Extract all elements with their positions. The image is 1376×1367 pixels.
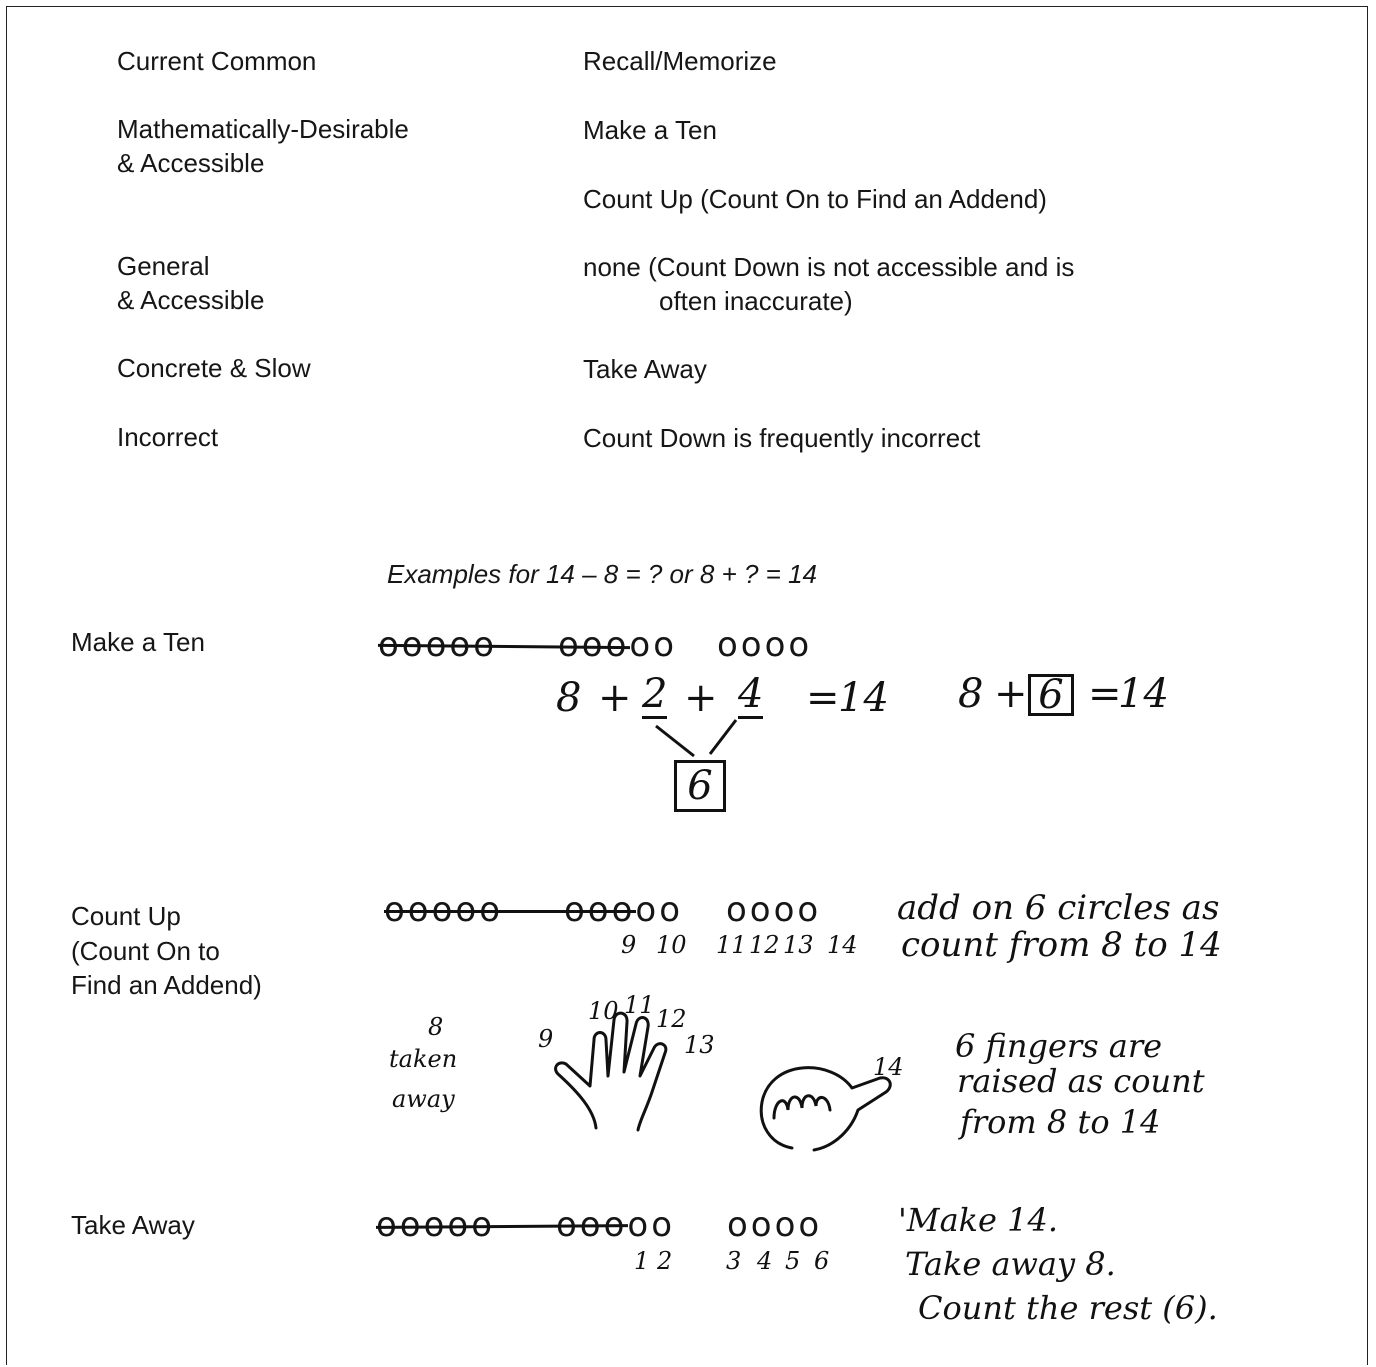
equation-operator: = xyxy=(1088,671,1122,717)
category-label: Current Common xyxy=(117,46,317,76)
handwritten-note: from 8 to 14 xyxy=(960,1103,1161,1141)
equation-operator: + xyxy=(598,675,632,721)
count-number: 11 xyxy=(716,931,747,959)
connector-lines xyxy=(655,719,738,758)
count-number: 4 xyxy=(757,1247,773,1275)
handwritten-note: away xyxy=(392,1085,455,1113)
equation-term: 4 xyxy=(738,671,764,719)
circle-group: oooo xyxy=(726,890,822,930)
method-label: Take Away xyxy=(583,354,707,384)
finger-count: 9 xyxy=(538,1025,554,1053)
handwritten-note: taken xyxy=(389,1045,458,1073)
method-label: Count Up (Count On to Find an Addend) xyxy=(583,184,1047,214)
method-label: Count Down is frequently incorrect xyxy=(583,423,981,453)
open-hand-icon xyxy=(554,1011,668,1132)
handwritten-note: 8 xyxy=(428,1013,444,1041)
equation-term: 2 xyxy=(642,671,668,719)
equation-result: 14 xyxy=(838,675,889,721)
method-label: none (Count Down is not accessible and i… xyxy=(583,252,1075,282)
section-label-count-up: (Count On to xyxy=(71,936,220,966)
circle-group: oooo xyxy=(717,625,813,665)
circle-group: oooo xyxy=(727,1205,823,1245)
category-label: General xyxy=(117,251,210,281)
count-number: 3 xyxy=(726,1247,742,1275)
equation-operator: + xyxy=(994,671,1028,717)
category-label: & Accessible xyxy=(117,285,265,315)
count-number: 2 xyxy=(657,1247,673,1275)
handwritten-note: raised as count xyxy=(957,1062,1205,1100)
handwritten-note: 'Make 14. xyxy=(898,1201,1059,1239)
count-number: 6 xyxy=(814,1247,830,1275)
finger-count: 12 xyxy=(656,1005,687,1033)
equation-operator: = xyxy=(806,675,840,721)
page-frame xyxy=(6,6,1368,1365)
count-number: 10 xyxy=(656,931,687,959)
category-label: & Accessible xyxy=(117,148,265,178)
handwritten-note: Take away 8. xyxy=(905,1245,1116,1283)
count-number: 12 xyxy=(749,931,780,959)
count-number: 9 xyxy=(621,931,637,959)
answer-box: 6 xyxy=(1028,674,1074,716)
equation-result: 14 xyxy=(1118,671,1169,717)
finger-count: 13 xyxy=(684,1031,715,1059)
method-label: Make a Ten xyxy=(583,115,717,145)
method-label: often inaccurate) xyxy=(659,286,853,316)
count-number: 5 xyxy=(785,1247,801,1275)
handwritten-note: Count the rest (6). xyxy=(918,1289,1218,1327)
equation-term: 8 xyxy=(958,671,984,717)
fist-hand-icon xyxy=(759,1066,892,1152)
section-label-count-up: Find an Addend) xyxy=(71,970,262,1000)
equation-operator: + xyxy=(684,675,718,721)
strike-through-line xyxy=(384,910,636,913)
count-number: 13 xyxy=(783,931,814,959)
section-label-count-up: Count Up xyxy=(71,901,181,931)
examples-heading: Examples for 14 – 8 = ? or 8 + ? = 14 xyxy=(387,559,817,589)
category-label: Mathematically-Desirable xyxy=(117,114,409,144)
handwritten-note: 6 fingers are xyxy=(955,1027,1163,1065)
handwritten-note: add on 6 circles as xyxy=(897,888,1220,928)
finger-count: 11 xyxy=(624,991,655,1019)
section-label-take-away: Take Away xyxy=(71,1210,195,1240)
equation-term: 8 xyxy=(556,675,582,721)
section-label-make-a-ten: Make a Ten xyxy=(71,627,205,657)
method-label: Recall/Memorize xyxy=(583,46,777,76)
count-number: 14 xyxy=(827,931,858,959)
handwritten-note: count from 8 to 14 xyxy=(901,925,1222,965)
answer-box: 6 xyxy=(674,760,726,812)
finger-count: 14 xyxy=(873,1053,904,1081)
category-label: Incorrect xyxy=(117,422,219,452)
finger-count: 10 xyxy=(588,997,619,1025)
count-number: 1 xyxy=(634,1247,650,1275)
category-label: Concrete & Slow xyxy=(117,353,311,383)
